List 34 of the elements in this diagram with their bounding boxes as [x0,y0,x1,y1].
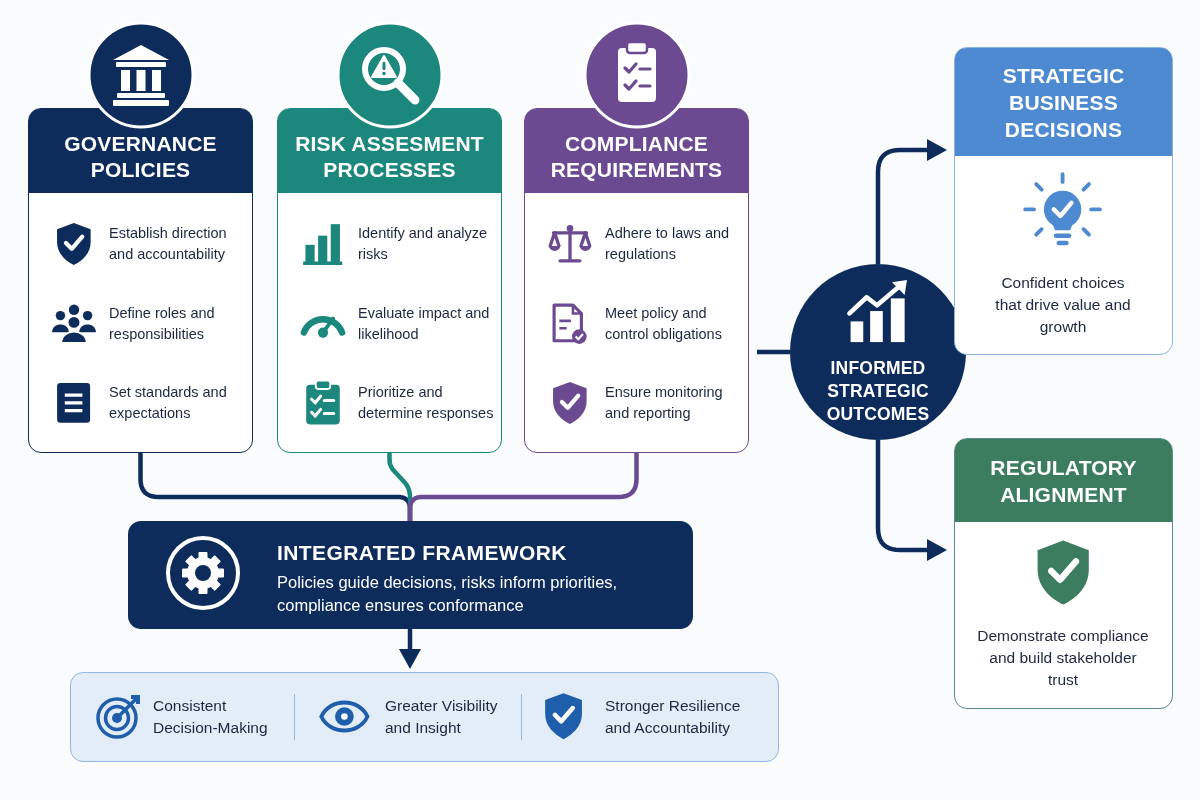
benefit-text: Greater Visibility and Insight [385,696,499,738]
item-text: Adhere to laws and regulations [605,223,731,264]
connector-line [757,349,790,355]
category-card [277,108,502,453]
item-text: Evaluate impact and likelihood [358,303,491,344]
arrow [875,440,947,561]
framework-banner [128,521,693,629]
category-card [524,108,749,453]
section-heading: INTEGRATED FRAMEWORK [277,540,567,566]
item-text: Establish direction and accountability [109,223,228,264]
description-text: Policies guide decisions, risks inform priorities, compliance ensures conformance [277,572,619,616]
arrow [875,139,947,264]
section-heading: GOVERNANCE POLICIES [63,131,218,183]
description-text: Demonstrate compliance and build stakeholder trust [976,626,1150,690]
benefit-text: Consistent Decision-Making [153,696,269,738]
arrow [399,629,421,669]
section-heading: INFORMED STRATEGIC OUTCOMES [825,357,931,426]
outcome-card [954,47,1173,355]
category-card [28,108,253,453]
section-heading: REGULATORY ALIGNMENT [989,454,1138,508]
benefits-panel [70,672,779,762]
section-heading: COMPLIANCE REQUIREMENTS [549,131,724,183]
benefit-text: Stronger Resilience and Accountability [605,696,742,738]
item-text: Identify and analyze risks [358,223,488,264]
item-text: Set standards and expectations [109,382,228,423]
item-text: Prioritize and determine responses [358,382,495,423]
section-heading: RISK ASSESMENT PROCESSES [294,131,485,183]
description-text: Confident choices that drive value and growth [994,273,1132,337]
item-text: Ensure monitoring and reporting [605,382,724,423]
item-text: Define roles and responsibilities [109,303,216,344]
outcome-card [954,438,1173,709]
connector-line [407,453,639,521]
item-text: Meet policy and control obligations [605,303,723,344]
section-heading: STRATEGIC BUSINESS DECISIONS [1001,62,1126,143]
